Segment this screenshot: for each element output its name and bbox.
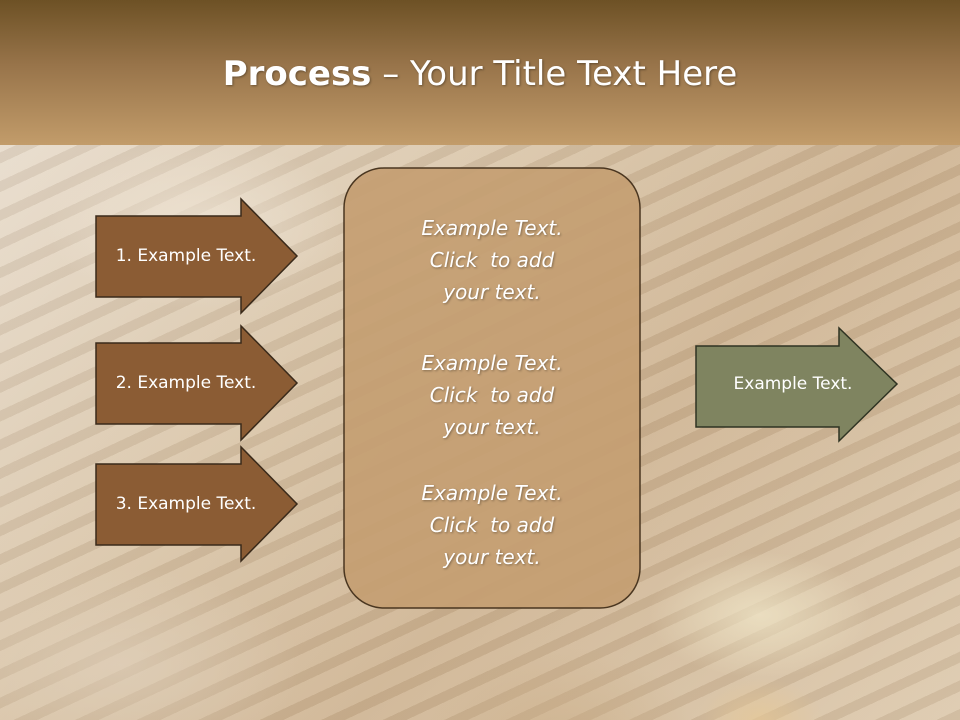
paragraph-line: Example Text. [421, 216, 563, 240]
result-arrow[interactable] [695, 326, 899, 443]
result-label: Example Text. [733, 374, 853, 394]
paragraph-line: your text. [443, 545, 541, 569]
step-2-label: 2. Example Text. [115, 373, 257, 393]
step-1-label: 1. Example Text. [115, 246, 257, 266]
step-3-arrow[interactable] [95, 445, 299, 563]
title-bar: Process – Your Title Text Here [0, 0, 960, 145]
center-paragraph-2: Example Text. Click to add your text. [345, 347, 639, 443]
step-2-arrow[interactable] [95, 324, 299, 442]
title-rest: – Your Title Text Here [371, 54, 738, 94]
paragraph-line: Example Text. [421, 351, 563, 375]
step-3-label: 3. Example Text. [115, 494, 257, 514]
center-paragraph-3: Example Text. Click to add your text. [345, 477, 639, 573]
paragraph-line: Click to add [429, 383, 555, 407]
center-box[interactable] [343, 167, 641, 609]
step-1-arrow[interactable] [95, 197, 299, 315]
title-bold: Process [222, 54, 372, 94]
paragraph-line: Click to add [429, 248, 555, 272]
slide-title[interactable]: Process – Your Title Text Here [0, 50, 960, 98]
paragraph-line: Example Text. [421, 481, 563, 505]
paragraph-line: Click to add [429, 513, 555, 537]
paragraph-line: your text. [443, 280, 541, 304]
paragraph-line: your text. [443, 415, 541, 439]
center-paragraph-1: Example Text. Click to add your text. [345, 212, 639, 308]
